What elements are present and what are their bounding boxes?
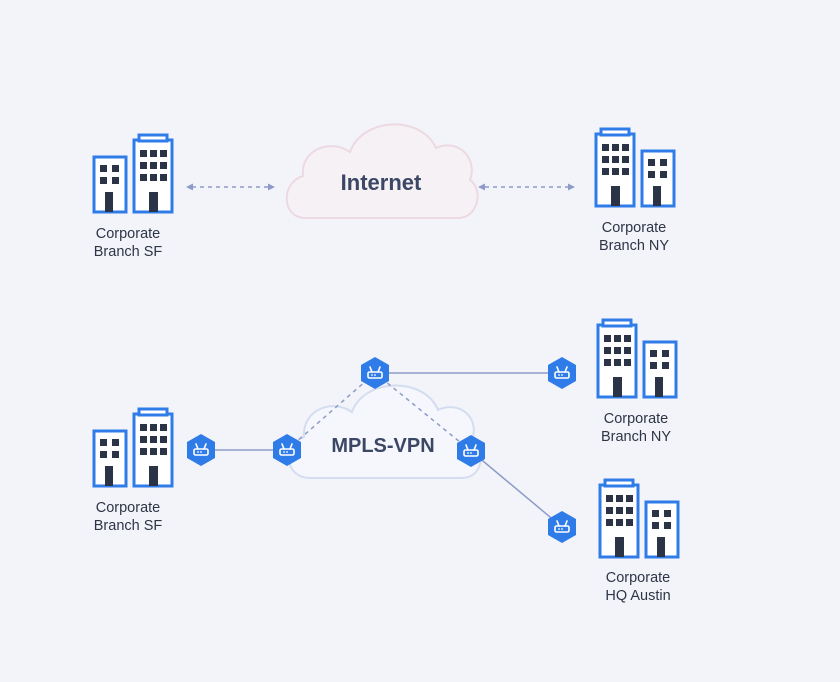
mpls-cloud-label: MPLS-VPN	[331, 435, 434, 457]
office-building-icon	[598, 478, 680, 559]
internet-cloud-icon	[285, 123, 479, 219]
router-hexagon-icon	[547, 356, 577, 390]
office-building-icon	[596, 318, 678, 399]
site-label-line1: Corporate	[96, 226, 160, 242]
site-label-line2: Branch NY	[599, 238, 669, 254]
site-label-line2: Branch SF	[94, 244, 163, 260]
site-branch-ny-top: Corporate Branch NY	[594, 127, 676, 254]
office-building-icon	[92, 407, 174, 488]
router-hexagon-icon	[360, 356, 390, 390]
internet-link-left	[186, 183, 275, 191]
internet-cloud-label: Internet	[341, 170, 422, 195]
link-core-left	[286, 372, 376, 451]
site-branch-sf-bottom: Corporate Branch SF	[92, 407, 174, 534]
mpls-section: MPLS-VPN Corporate Branch SF Corporate B…	[92, 318, 680, 604]
site-label-line1: Corporate	[602, 220, 666, 236]
site-label-line2: Branch SF	[94, 518, 163, 534]
router-hexagon-icon	[547, 510, 577, 544]
site-label-line1: Corporate	[96, 500, 160, 516]
mpls-links	[201, 372, 563, 528]
site-label-line1: Corporate	[604, 411, 668, 427]
site-label-line2: Branch NY	[601, 429, 671, 445]
site-hq-austin: Corporate HQ Austin	[598, 478, 680, 604]
link-austin-edge	[470, 450, 563, 528]
office-building-icon	[92, 133, 174, 214]
site-label-line2: HQ Austin	[605, 588, 670, 604]
router-hexagon-icon	[186, 433, 216, 467]
internet-section: Internet Corporate Branch SF Corporate B…	[92, 123, 676, 260]
mpls-cloud-icon	[288, 384, 482, 479]
site-branch-sf-top: Corporate Branch SF	[92, 133, 174, 260]
site-label-line1: Corporate	[606, 570, 670, 586]
site-branch-ny-bottom: Corporate Branch NY	[596, 318, 678, 445]
office-building-icon	[594, 127, 676, 208]
internet-link-right	[478, 183, 575, 191]
